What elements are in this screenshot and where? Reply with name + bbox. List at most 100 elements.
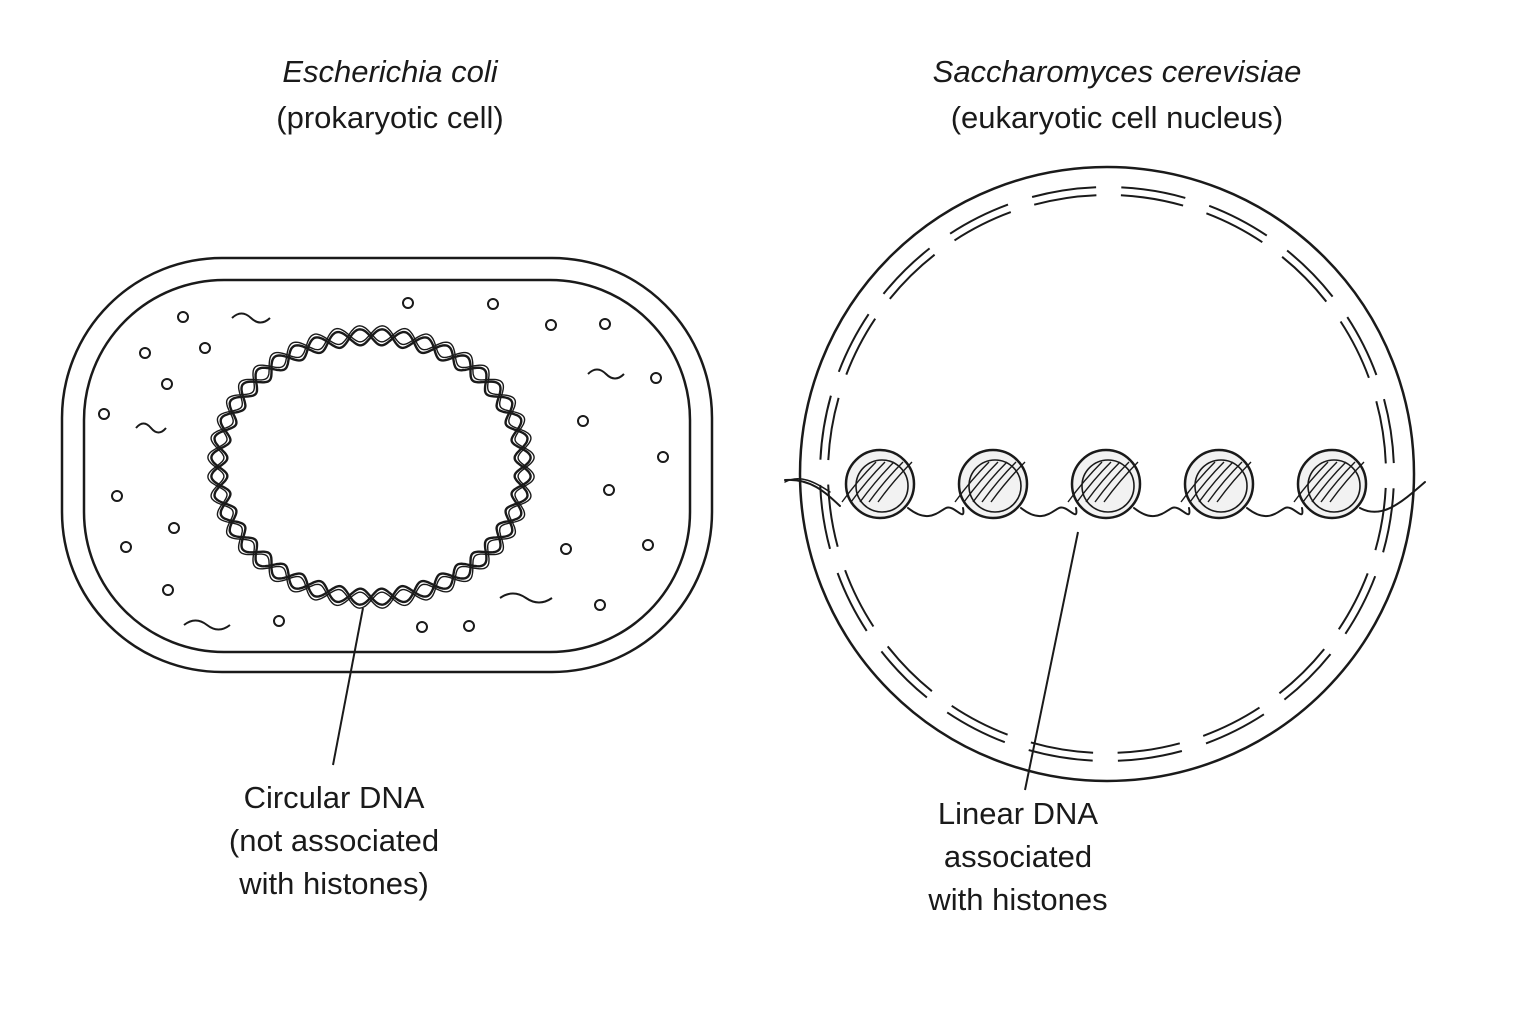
cytoplasm-granule [487, 298, 499, 310]
nuclear-pore-segment [819, 395, 832, 460]
dna-linker-end [784, 478, 831, 493]
nuclear-pore-segment [1382, 488, 1395, 553]
nuclear-pore-segment [837, 313, 870, 373]
dna-wrap [1094, 461, 1130, 503]
circular-dna-label-line1: Circular DNA [243, 780, 425, 815]
dna-wrap [1302, 461, 1338, 503]
dna-wrap [877, 461, 913, 503]
linear-dna [784, 478, 1426, 518]
cytoplasm-granule [161, 378, 173, 390]
nuclear-pore-segment [1374, 487, 1387, 551]
nuclear-pore-segment [1206, 212, 1263, 244]
dna-wrap [1311, 461, 1347, 503]
cytoplasm-granule [402, 297, 414, 309]
nuclear-pore-segment [1375, 400, 1387, 464]
nuclear-pore-segment [880, 650, 928, 699]
cytoplasm-granule [162, 584, 174, 596]
nuclear-pore-segment [827, 397, 840, 461]
nuclear-pore-segment [1208, 204, 1268, 237]
cytoplasm-granule [120, 541, 132, 553]
prokaryote-subtitle: (prokaryotic cell) [276, 100, 504, 135]
nucleosomes [841, 448, 1368, 520]
histone-core [844, 448, 916, 520]
cytoplasm-granule [111, 490, 123, 502]
dna-wrap [963, 461, 999, 503]
cytoplasm-granule [642, 539, 654, 551]
dna-wrap [868, 461, 904, 503]
nuclear-pore-segment [1383, 398, 1395, 464]
nuclear-pore-segment [946, 711, 1006, 744]
cytoplasm-fragment [231, 312, 271, 324]
circular-dna-label-line2: (not associated [228, 823, 440, 858]
prokaryote-species-title: Escherichia coli [282, 54, 498, 89]
cell-membrane-inner [82, 278, 692, 654]
dna-wrap [1293, 461, 1329, 503]
dna-wrap [1320, 461, 1356, 503]
cytoplasm-granule [98, 408, 110, 420]
nuclear-pore-segment [1283, 653, 1332, 701]
linear-dna-label-line1: Linear DNA [937, 796, 1099, 831]
nuclear-pore-segment [951, 704, 1008, 736]
cytoplasm-granule [273, 615, 285, 627]
dna-wrap [859, 461, 895, 503]
nuclear-pore-segment [882, 247, 931, 295]
nuclear-envelope [798, 165, 1416, 783]
nuclear-pore-segment [845, 318, 877, 375]
cytoplasm-granule [599, 318, 611, 330]
cytoplasm-granule [199, 342, 211, 354]
nucleosome [841, 448, 916, 520]
histone-core [1296, 448, 1368, 520]
dna-wrap [1329, 461, 1365, 503]
nuclear-pore-segment [1117, 750, 1183, 762]
cytoplasm-granule [463, 620, 475, 632]
nuclear-pore-segment [1278, 648, 1325, 695]
eukaryote-subtitle: (eukaryotic cell nucleus) [950, 100, 1284, 135]
nuclear-pore-segment [1120, 194, 1184, 207]
nuclear-envelope-outer [798, 165, 1416, 783]
nuclear-pore-segment [1344, 575, 1377, 635]
cytoplasm-fragment [587, 368, 625, 380]
dna-wrap [850, 461, 886, 503]
histone-core [1070, 448, 1142, 520]
cytoplasm-granule [657, 451, 669, 463]
dna-wrap [1189, 461, 1225, 503]
nuclear-pore-segment [1030, 741, 1094, 754]
nuclear-pore-segment [1033, 194, 1097, 206]
cytoplasm-fragment [499, 592, 553, 604]
nucleosome [1067, 448, 1142, 520]
nuclear-pore-segment [949, 203, 1009, 235]
dna-wrap [1076, 461, 1112, 503]
nucleosome [1180, 448, 1255, 520]
cytoplasm-granule [603, 484, 615, 496]
dna-wrap [1067, 461, 1103, 503]
histone-inner [1307, 459, 1361, 513]
circular-dna-pointer [332, 607, 364, 766]
nuclear-pore-segment [886, 645, 933, 692]
dna-wrap [1216, 461, 1252, 503]
dna-wrap [972, 461, 1008, 503]
cytoplasm-particles [98, 297, 669, 633]
nuclear-pore-segment [1117, 742, 1181, 754]
nuclear-pore-segment [1339, 320, 1370, 379]
linear-dna-label-line3: with histones [928, 882, 1108, 917]
nuclear-pore-segment [819, 484, 831, 550]
cytoplasm-granule [177, 311, 189, 323]
cytoplasm-granule [139, 347, 151, 359]
nuclear-pore-segment [836, 572, 868, 632]
cytoplasm-fragment [183, 619, 231, 631]
nuclear-pore-segment [1202, 706, 1261, 737]
cytoplasm-granule [416, 621, 428, 633]
nuclear-pore-segment [1031, 186, 1097, 198]
cytoplasm-granule [594, 599, 606, 611]
eukaryote-species-title: Saccharomyces cerevisiae [932, 54, 1302, 89]
cytoplasm-granule [577, 415, 589, 427]
nucleosome [1293, 448, 1368, 520]
dna-strand-a-edge [207, 325, 535, 609]
nuclear-pore-segment [953, 211, 1012, 242]
dna-linker [784, 478, 1426, 518]
dna-wrap [1085, 461, 1121, 503]
histone-inner [855, 459, 909, 513]
nuclear-pore-segment [1337, 573, 1369, 630]
dna-wrap [1198, 461, 1234, 503]
